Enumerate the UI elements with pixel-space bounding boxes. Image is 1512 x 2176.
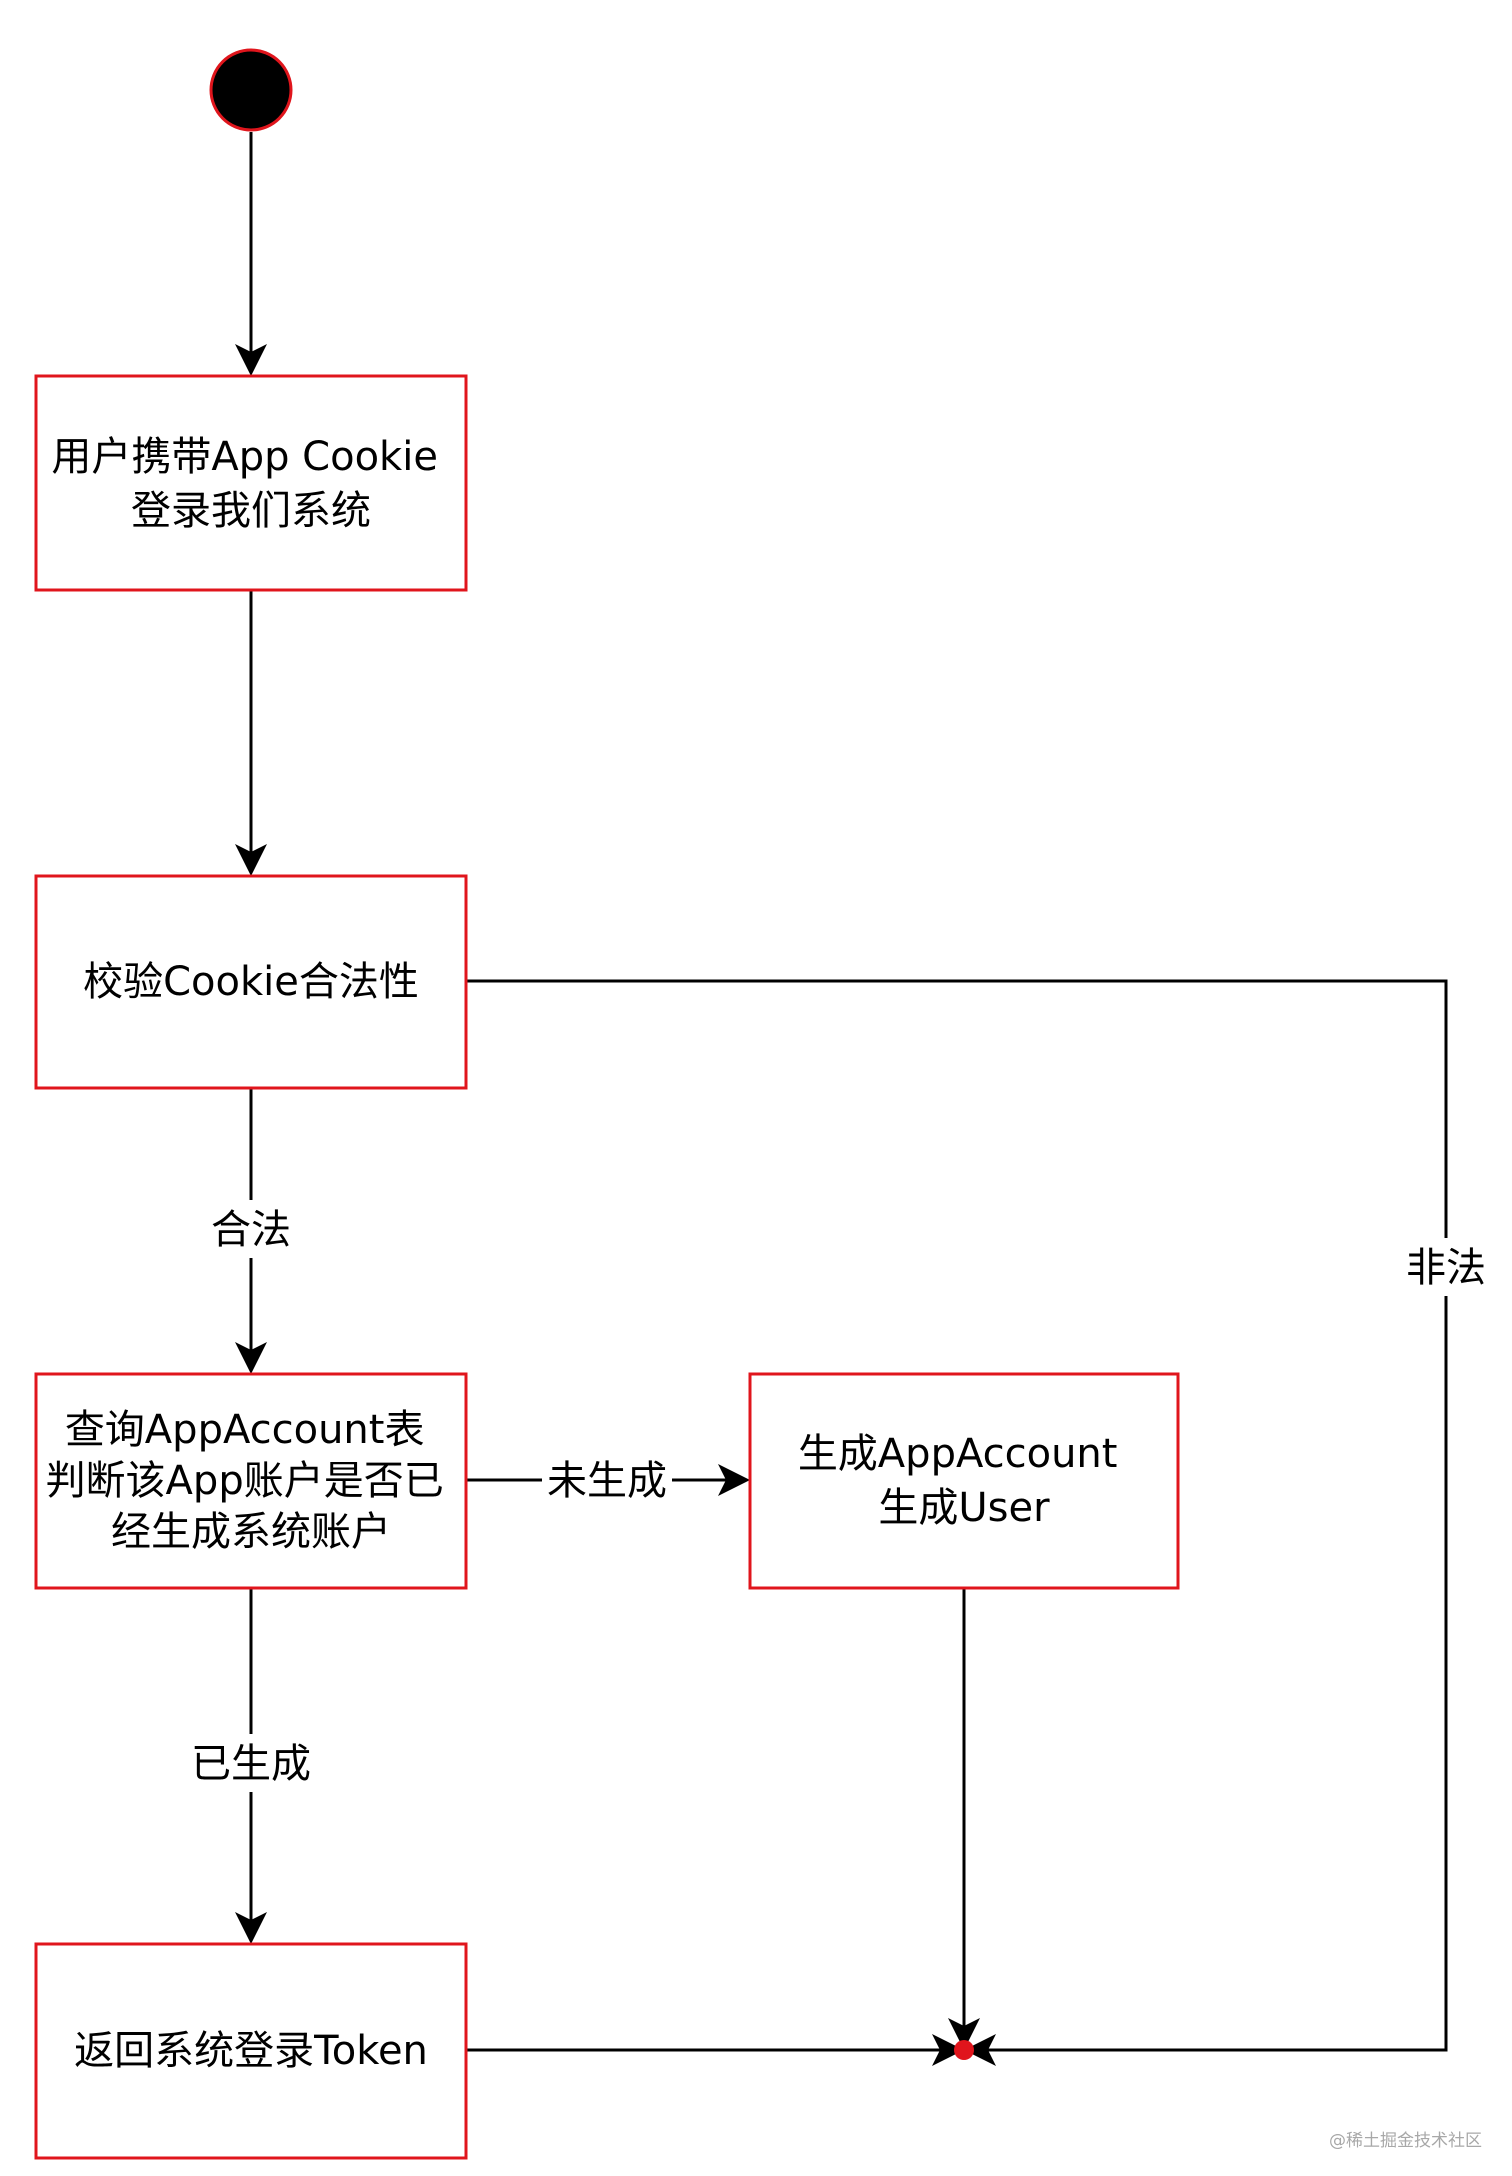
arrowhead [235, 1912, 267, 1944]
node-return-token-box [34, 1942, 468, 2160]
edge-label-legal: 合法 [211, 1207, 291, 1253]
watermark: @稀土掘金技术社区 [1329, 2131, 1482, 2151]
node-query-line-3: 经生成系统账户 [111, 1509, 391, 1555]
edge-label-illegal: 非法 [1406, 1245, 1486, 1291]
node-generate: 生成AppAccount 生成User [748, 1372, 1180, 1590]
edge-validate-illegal-to-end [466, 979, 1448, 2052]
edges [235, 132, 1448, 2066]
arrowhead [948, 2018, 980, 2050]
node-query-box [34, 1372, 468, 1590]
label-bg [1398, 1238, 1494, 1296]
node-query-line-2: 判断该App账户是否已 [46, 1458, 444, 1504]
arrowhead [718, 1464, 750, 1496]
svg-text:查询AppAccount表 判断该App账户是否: 查询AppAccount表 判断该App账户是否已 经生成系统账户 [46, 1407, 457, 1555]
node-validate: 校验Cookie合法性 [34, 874, 468, 1090]
svg-text:生成AppAccount 生成User: 生成AppAccount 生成User [798, 1431, 1130, 1531]
arrowhead [235, 344, 267, 376]
node-login: 用户携带App Cookie 登录我们系统 [34, 374, 468, 592]
arrowhead [235, 844, 267, 876]
node-return-token: 返回系统登录Token [34, 1942, 468, 2160]
node-generate-line-1: 生成AppAccount [798, 1431, 1118, 1477]
node-query-line-1: 查询AppAccount表 [65, 1407, 425, 1453]
node-query: 查询AppAccount表 判断该App账户是否已 经生成系统账户 [34, 1372, 468, 1590]
node-login-line-2: 登录我们系统 [131, 488, 371, 534]
arrowhead [964, 2034, 996, 2066]
arrowhead [932, 2034, 964, 2066]
label-bg [182, 1734, 320, 1792]
arrowhead [235, 1342, 267, 1374]
node-generate-line-2: 生成User [878, 1485, 1050, 1531]
edge-label-generated: 已生成 [191, 1741, 311, 1787]
start-node [209, 48, 293, 132]
node-validate-box [34, 874, 468, 1090]
node-generate-box [748, 1372, 1180, 1590]
node-validate-line-1: 校验Cookie合法性 [83, 959, 419, 1005]
node-login-line-1: 用户携带App Cookie [51, 434, 438, 480]
edge-label-not-generated: 未生成 [547, 1458, 667, 1504]
svg-text:校验Cookie合法性: 校验Cookie合法性 [83, 959, 419, 1005]
label-bg [200, 1200, 302, 1258]
svg-text:返回系统登录Token: 返回系统登录Token [74, 2028, 428, 2074]
label-bg [542, 1452, 672, 1510]
node-login-box [34, 374, 468, 592]
node-return-token-line-1: 返回系统登录Token [74, 2028, 428, 2074]
svg-text:用户携带App Cookie 登录我们系统: 用户携带App Cookie 登录我们系统 [51, 434, 450, 534]
end-node [954, 2040, 974, 2060]
